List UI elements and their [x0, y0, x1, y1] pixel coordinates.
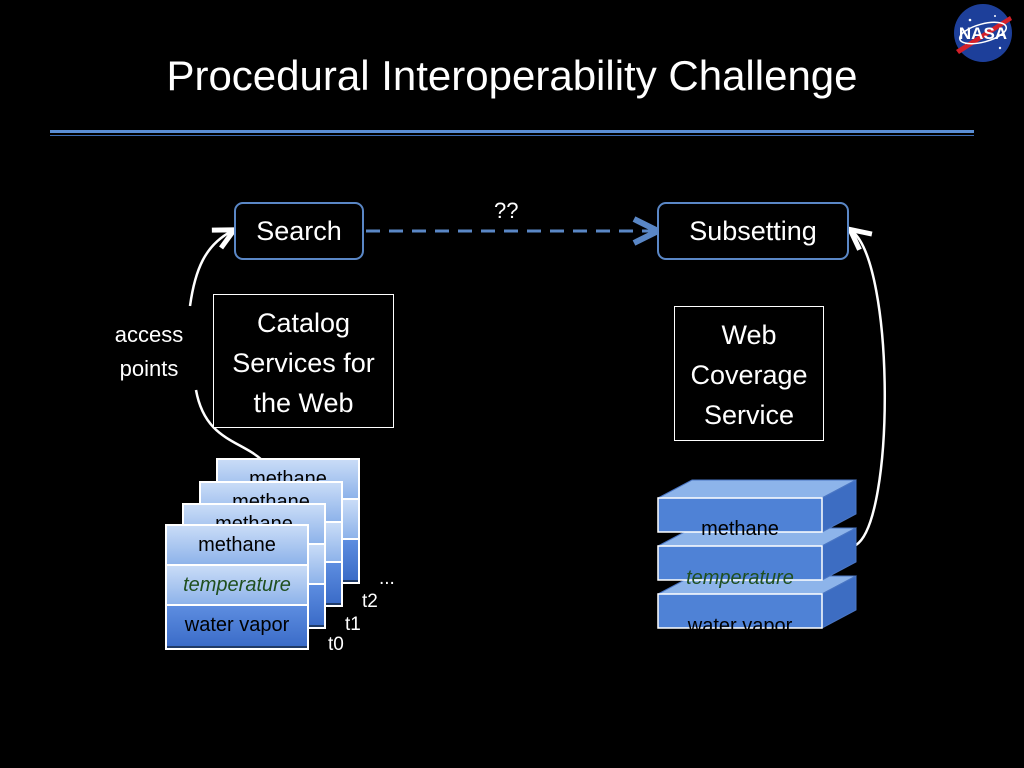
time-label-t1: t1 [345, 614, 361, 635]
slab-label-water-vapor: water vapor [687, 615, 793, 637]
time-label-ellipsis: ... [379, 568, 395, 589]
wcs-line-1: Web [721, 320, 777, 350]
access-points-line-1: access [114, 322, 184, 347]
nasa-logo-text: NASA [959, 24, 1007, 43]
access-points-label: access points [110, 318, 188, 386]
search-access-arrow [188, 231, 232, 307]
web-coverage-service-box: Web Coverage Service [674, 306, 824, 441]
catalog-line-1: Catalog [256, 308, 351, 338]
wcs-line-3: Service [703, 400, 795, 430]
wcs-line-2: Coverage [690, 360, 808, 390]
layer-card-t0: methane temperature water vapor [165, 524, 309, 650]
connector-label: ?? [494, 198, 519, 223]
layer-temperature: temperature [167, 566, 307, 606]
slab-methane [657, 479, 857, 533]
catalog-line-2: Services for [232, 348, 375, 378]
slab-label-temperature: temperature [686, 567, 794, 589]
nasa-logo: NASA [954, 4, 1012, 62]
subsetting-return-arrow [852, 231, 886, 547]
title-divider [50, 130, 974, 133]
layer-methane: methane [167, 526, 307, 566]
subsetting-node: Subsetting [657, 202, 849, 260]
layer-water-vapor: water vapor [167, 606, 307, 646]
access-points-line-2: points [119, 356, 179, 381]
slab-label-methane: methane [701, 518, 779, 540]
title-divider-thin [50, 135, 974, 136]
catalog-line-3: the Web [253, 388, 354, 418]
page-title: Procedural Interoperability Challenge [166, 52, 858, 99]
time-label-t0: t0 [328, 634, 344, 655]
coverage-layer-stack [657, 479, 857, 629]
time-label-t2: t2 [362, 591, 378, 612]
search-node: Search [234, 202, 364, 260]
catalog-services-box: Catalog Services for the Web [213, 294, 394, 428]
